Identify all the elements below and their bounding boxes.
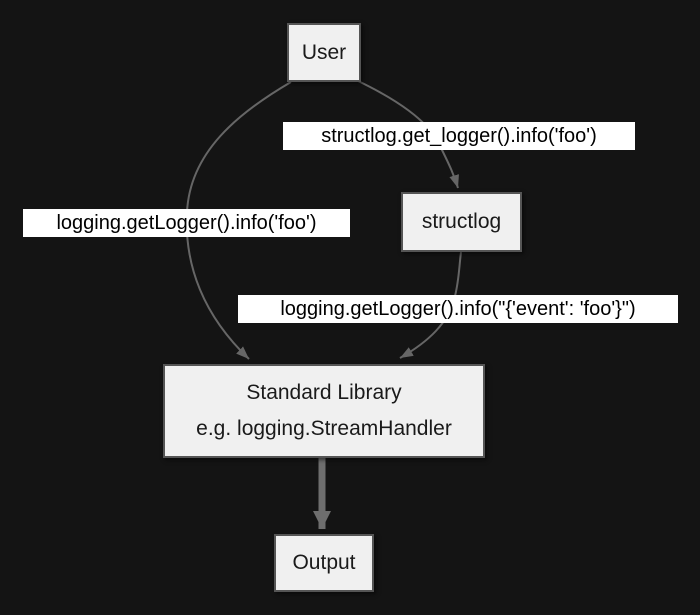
node-user: User [287, 23, 361, 82]
node-structlog-label: structlog [421, 210, 502, 233]
node-user-label: User [301, 40, 347, 64]
node-standard-library-subtitle: e.g. logging.StreamHandler [196, 417, 452, 440]
edge-label-user-to-structlog: structlog.get_logger().info('foo') [283, 122, 635, 150]
edge-label-structlog-to-stdlib: logging.getLogger().info("{'event': 'foo… [238, 295, 678, 323]
node-output-label: Output [292, 551, 356, 574]
edge-label-user-to-stdlib: logging.getLogger().info('foo') [23, 209, 350, 237]
node-standard-library-title: Standard Library [246, 381, 402, 404]
node-structlog: structlog [401, 192, 522, 252]
node-standard-library: Standard Library e.g. logging.StreamHand… [163, 364, 485, 458]
node-output: Output [274, 534, 374, 592]
